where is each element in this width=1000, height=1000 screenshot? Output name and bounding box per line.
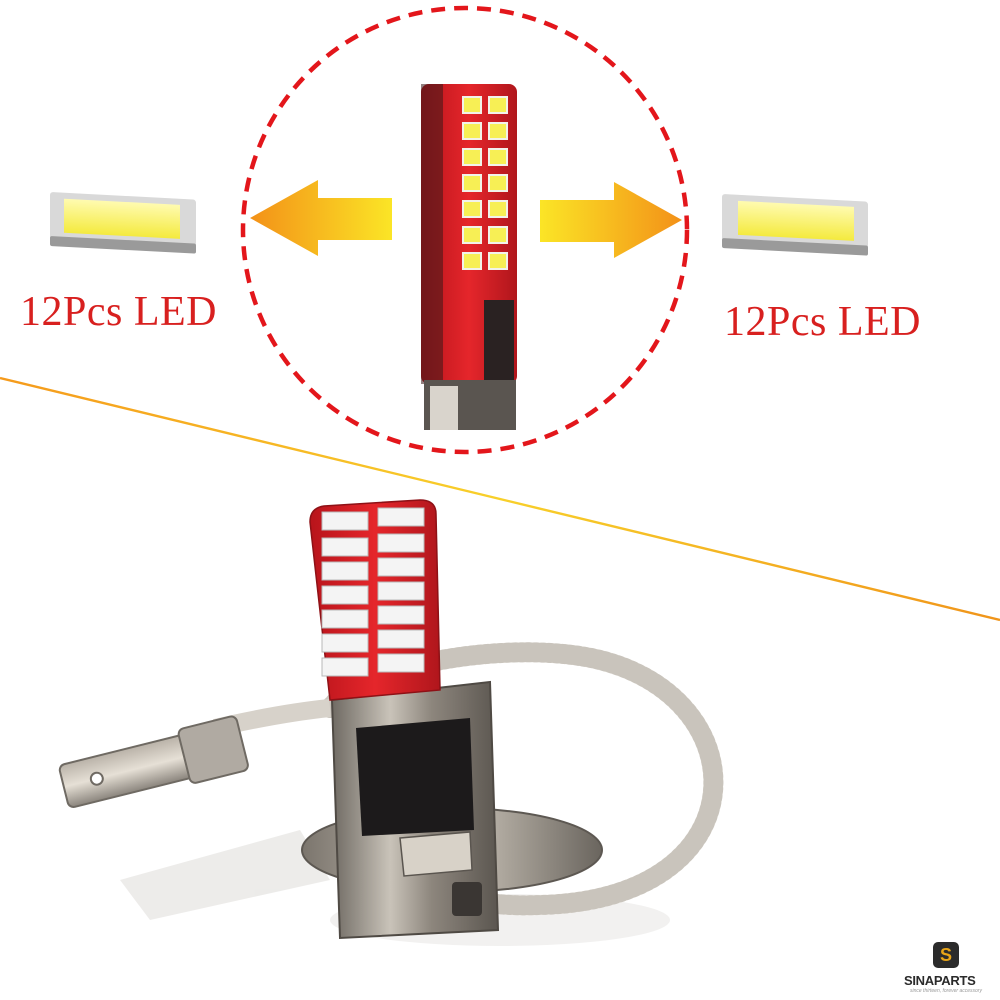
- left-led-count-label: 12Pcs LED: [20, 289, 217, 335]
- brand-watermark: S SINAPARTS since thirteen, forever acce…: [900, 940, 996, 996]
- led-chip-icon: [722, 194, 868, 256]
- dashed-zoom-circle: [240, 5, 690, 455]
- zoomed-pcb: [421, 84, 517, 430]
- brand-tagline: since thirteen, forever accessory: [910, 988, 982, 994]
- right-led-count-label: 12Pcs LED: [724, 299, 921, 345]
- divider-line: [0, 376, 1000, 622]
- spade-terminal: [58, 715, 249, 809]
- led-chip-icon: [50, 192, 196, 254]
- arrow-left-icon: [250, 180, 392, 256]
- sinaparts-logo-icon: S: [933, 942, 959, 968]
- arrow-right-icon: [540, 182, 682, 258]
- brand-name: SINAPARTS: [904, 973, 976, 988]
- bulb-pcb: [309, 499, 441, 701]
- bulb-base: [330, 680, 500, 940]
